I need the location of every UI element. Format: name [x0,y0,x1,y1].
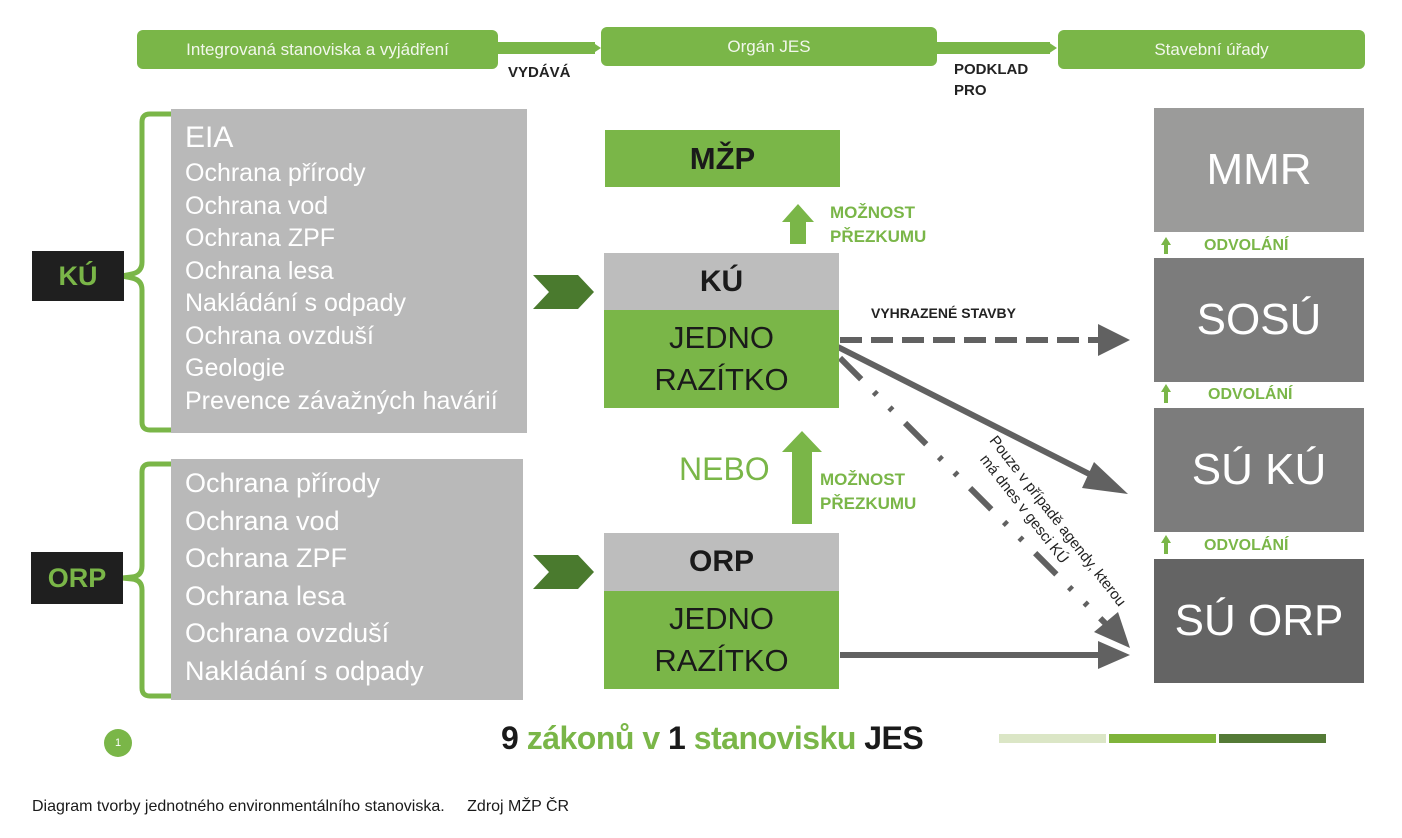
orp-agenda-item: Ochrana ZPF [185,543,348,574]
orp-tag: ORP [31,552,123,604]
ku-to-su-ku-arrow [836,344,1107,485]
mmr-box: MMR [1154,108,1364,232]
orp-authority-header: ORP [604,533,839,591]
legend-bar-mid [1109,734,1216,743]
reserved-buildings-arrowhead [1098,324,1130,356]
appeal-label: ODVOLÁNÍ [1204,537,1289,554]
flow-step-label: Stavební úřady [1154,39,1269,59]
mmr-label: MMR [1206,145,1312,194]
stamp-line: JEDNO [668,601,775,636]
ku-agenda-item: EIA [185,121,234,154]
orp-tag-label: ORP [47,562,107,593]
sosu-label: SOSÚ [1196,295,1322,344]
legend-bar-light [999,734,1106,743]
review-label-line: MOŽNOST [820,470,905,489]
flow-connector-label-issues: VYDÁVÁ [508,64,571,81]
flow-step-label: Integrovaná stanoviska a vyjádření [186,39,449,59]
review-arrow-up-icon [782,431,822,524]
flow-connector-1 [495,42,595,54]
ku-to-su-ku-arrowhead [1082,462,1128,494]
ku-agenda-list: EIA Ochrana přírody Ochrana vod Ochrana … [171,109,527,433]
nebo-label: NEBO [679,451,770,487]
appeal-label: ODVOLÁNÍ [1204,237,1289,254]
appeal-arrow-up-icon [1161,384,1171,403]
sosu-box: SOSÚ [1154,258,1364,382]
caption: Diagram tvorby jednotného environmentáln… [32,798,569,816]
flow-step-integrated-opinions: Integrovaná stanoviska a vyjádření [137,30,498,69]
ku-authority-header: KÚ [604,253,839,310]
slogan-text: stanovisku [693,720,857,756]
orp-to-su-orp-arrowhead [1098,641,1130,669]
su-orp-box: SÚ ORP [1154,559,1364,683]
flow-connector-label-line: PODKLAD [954,61,1029,78]
appeal-arrow-up-icon [1161,237,1171,254]
orp-agenda-list: Ochrana přírody Ochrana vod Ochrana ZPF … [171,459,523,700]
legend-bar-dark [1219,734,1326,743]
ku-agenda-item: Ochrana ovzduší [185,321,374,350]
ku-agenda-item: Ochrana vod [185,191,329,220]
caption-source: Zdroj MŽP ČR [467,798,570,815]
review-label-ku: MOŽNOST PŘEZKUMU [830,201,926,249]
review-arrow-up-icon [782,204,814,244]
appeal-arrow-up-icon [1161,535,1171,554]
slogan: 9 zákonů v 1 stanovisku JES [501,720,924,757]
flow-step-building-offices: Stavební úřady [1058,30,1365,69]
orp-single-stamp-box: JEDNO RAZÍTKO [604,591,839,689]
orp-agenda-item: Nakládání s odpady [185,655,424,686]
ku-bracket [121,111,172,433]
orp-chevron-icon [533,555,594,589]
ku-to-su-orp-dashdot-arrow [837,355,1113,631]
ku-agenda-item: Ochrana lesa [185,256,334,285]
ku-single-stamp-box: JEDNO RAZÍTKO [604,310,839,408]
slogan-number: 9 [501,720,519,756]
orp-agenda-item: Ochrana lesa [185,580,346,611]
slogan-text: zákonů v [526,720,660,756]
stamp-line: RAZÍTKO [654,362,789,397]
mzp-box: MŽP [605,130,840,187]
orp-agenda-item: Ochrana vod [185,505,340,536]
flow-step-label: Orgán JES [727,36,811,56]
ku-agenda-item: Geologie [185,354,286,382]
orp-agenda-item: Ochrana přírody [185,468,381,498]
ku-tag-label: KÚ [58,260,98,291]
flow-connector-2-arrowhead [1048,42,1057,54]
ku-agenda-item: Nakládání s odpady [185,289,406,317]
review-label-orp: MOŽNOST PŘEZKUMU [820,468,916,516]
su-ku-label: SÚ KÚ [1191,445,1327,494]
slogan-number: 1 [668,720,686,756]
review-label-line: MOŽNOST [830,203,915,222]
flow-step-jes-authority: Orgán JES [601,27,937,66]
flow-connector-label-line: PRO [954,82,987,99]
ku-agenda-item: Ochrana ZPF [185,224,336,252]
ku-agenda-item: Ochrana přírody [185,159,366,187]
su-ku-box: SÚ KÚ [1154,408,1364,532]
slogan-end: JES [864,720,924,756]
ku-tag: KÚ [32,251,124,301]
flow-connector-2 [935,42,1050,54]
page-number-label: 1 [114,737,122,749]
page-number-badge: 1 [104,729,132,757]
review-label-line: PŘEZKUMU [820,494,917,513]
su-orp-label: SÚ ORP [1174,596,1344,645]
reserved-buildings-label: VYHRAZENÉ STAVBY [871,305,1016,321]
flow-connector-1-arrowhead [592,42,601,54]
appeal-label: ODVOLÁNÍ [1208,386,1293,403]
stamp-line: RAZÍTKO [654,643,789,678]
flow-connector-label-basis: PODKLAD PRO [954,59,1028,101]
ku-chevron-icon [533,275,594,309]
mzp-label: MŽP [689,140,756,176]
stamp-line: JEDNO [668,320,775,355]
orp-authority-label: ORP [688,545,754,578]
caption-text: Diagram tvorby jednotného environmentáln… [32,798,445,815]
ku-to-su-orp-arrowhead [1094,612,1130,648]
orp-bracket [121,461,172,699]
review-label-line: PŘEZKUMU [830,227,927,246]
ku-agenda-item: Prevence závažných havárií [185,386,498,415]
ku-authority-label: KÚ [699,264,744,298]
orp-agenda-item: Ochrana ovzduší [185,618,390,649]
